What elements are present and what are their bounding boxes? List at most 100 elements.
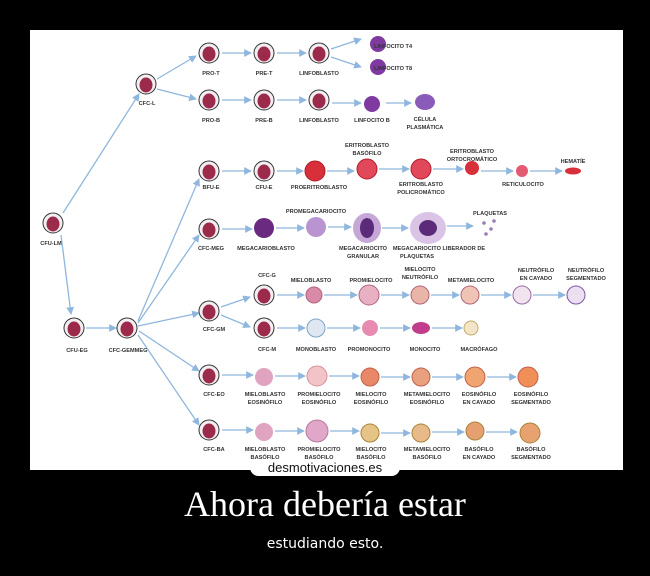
label-megacariocito-1: MEGACARIOCITO <box>339 246 388 252</box>
monocito-cell <box>412 322 430 334</box>
watermark: desmotivaciones.es <box>250 459 400 476</box>
label-promonocito: PROMONOCITO <box>348 347 391 353</box>
stem-cell <box>308 89 330 111</box>
label-celula-2: PLASMÁTICA <box>407 124 444 131</box>
stem-cell-nucleus <box>312 93 326 109</box>
label-neutrofilo-cayado-1: NEUTRÓFILO <box>518 266 555 274</box>
reticulocito-cell <box>516 165 528 177</box>
mielocito-eosinofilo-cell <box>360 367 380 387</box>
label-promielocito-eo-1: PROMIELOCITO <box>297 392 341 398</box>
celula-plasmatica-cell <box>415 94 435 110</box>
eritroblasto-policromatico-cell <box>410 158 432 180</box>
label-eb-poli-1: ERITROBLASTO <box>399 182 444 188</box>
stem-cell <box>198 160 220 182</box>
metamielocito-cell <box>460 285 480 305</box>
metamielocito-basofilo-cell <box>411 423 431 443</box>
label-cfc-l: CFC-L <box>139 101 156 107</box>
basofilo-cayado-cell <box>465 421 485 441</box>
label-hematie: HEMATÍE <box>561 157 586 165</box>
label-promielocito-eo-2: EOSINÓFILO <box>302 398 337 406</box>
label-cfc-m: CFC-M <box>258 347 276 353</box>
stem-cell <box>253 317 275 339</box>
plaqueta <box>489 227 493 231</box>
stem-cell-nucleus <box>67 321 81 337</box>
stem-cell <box>308 42 330 64</box>
label-linfocito-t8: LINFOCITO T8 <box>374 66 412 72</box>
arrow <box>330 37 362 50</box>
label-monoblasto: MONOBLASTO <box>296 347 337 353</box>
stem-cell <box>198 89 220 111</box>
megacarioblasto-cell <box>254 218 274 238</box>
arrow <box>137 334 200 426</box>
label-pro-b: PRO-B <box>202 118 220 124</box>
eritroblasto-ortocromatico-cell <box>465 161 479 175</box>
stem-cell <box>253 284 275 306</box>
label-promegacariocito: PROMEGACARIOCITO <box>286 209 347 215</box>
label-metamielocito: METAMIELOCITO <box>448 278 495 284</box>
stem-cell-nucleus <box>202 164 216 180</box>
arrow <box>220 295 251 308</box>
label-basofilo-cayado-1: BASÓFILO <box>465 445 495 453</box>
stem-cell-nucleus <box>46 216 60 232</box>
promielocito-cell <box>358 284 380 306</box>
label-neutrofilo-seg-2: SEGMENTADO <box>566 276 606 282</box>
hematie-cell <box>565 167 581 175</box>
label-eb-poli-2: POLICROMÁTICO <box>397 189 445 196</box>
label-mieloblasto-ba-2: BASÓFILO <box>251 453 281 461</box>
label-eosinofilo-seg-2: SEGMENTADO <box>511 400 551 406</box>
stem-cell-nucleus <box>257 93 271 109</box>
plaqueta <box>482 221 486 225</box>
promonocito-cell <box>362 320 378 336</box>
stem-cell-nucleus <box>202 93 216 109</box>
label-cfu-eg: CFU-EG <box>66 348 87 354</box>
stem-cell <box>198 300 220 322</box>
stem-cell <box>135 73 157 95</box>
label-cfc-g: CFC-G <box>258 273 276 279</box>
label-cfc-meg: CFC-MEG <box>198 246 224 252</box>
stem-cell-nucleus <box>202 46 216 62</box>
label-megac-liberador-1: MEGACARIOCITO LIBERADOR DE <box>393 246 485 252</box>
stem-cell <box>42 212 64 234</box>
stem-cell <box>253 160 275 182</box>
label-mielocito-ba-2: BASÓFILO <box>357 453 387 461</box>
stem-cell <box>63 317 85 339</box>
stem-cell <box>198 218 220 240</box>
label-linfocito-b: LINFOCITO B <box>354 118 390 124</box>
macrofago-cell <box>463 320 479 336</box>
plaqueta <box>484 232 488 236</box>
label-megacariocito-2: GRANULAR <box>347 254 379 260</box>
label-metamielocito-eo-1: METAMIELOCITO <box>404 392 451 398</box>
arrow <box>137 310 200 327</box>
stem-cell-nucleus <box>257 321 271 337</box>
label-eosinofilo-seg-1: EOSINÓFILO <box>514 390 549 398</box>
stem-cell-nucleus <box>139 77 153 93</box>
label-linfoblasto-b: LINFOBLASTO <box>299 118 339 124</box>
promegacariocito-cell <box>306 217 326 237</box>
megacariocito-nucleus <box>360 218 374 238</box>
label-mieloblasto-ba-1: MIELOBLASTO <box>245 447 286 453</box>
label-cfc-gemmeg: CFC-GEMMEG <box>109 348 148 354</box>
arrow <box>137 234 200 324</box>
label-macrofago: MACRÓFAGO <box>461 345 499 353</box>
eosinofilo-cayado-cell <box>464 366 486 388</box>
label-mielocito-eo-2: EOSINÓFILO <box>354 398 389 406</box>
stem-cell-nucleus <box>257 164 271 180</box>
neutrofilo-cayado-cell <box>512 285 532 305</box>
label-pre-t: PRE-T <box>256 71 273 77</box>
label-linfoblasto-t: LINFOBLASTO <box>299 71 339 77</box>
arrow <box>60 234 75 315</box>
label-eb-basofilo-2: BASÓFILO <box>353 149 383 157</box>
label-cfu-e: CFU-E <box>255 185 272 191</box>
label-cfc-gm: CFC-GM <box>203 327 226 333</box>
label-mieloblasto-eo-2: EOSINÓFILO <box>248 398 283 406</box>
label-cfc-eo: CFC-EO <box>203 392 225 398</box>
label-promielocito: PROMIELOCITO <box>349 278 393 284</box>
label-eosinofilo-cayado-1: EOSINÓFILO <box>462 390 497 398</box>
basofilo-segmentado-cell <box>519 422 541 444</box>
label-plaquetas: PLAQUETAS <box>473 211 507 217</box>
label-eb-orto-1: ERITROBLASTO <box>450 149 495 155</box>
label-mielocito-eo-1: MIELOCITO <box>356 392 388 398</box>
linfocito-b-cell <box>364 96 380 112</box>
stem-cell <box>253 89 275 111</box>
label-eb-basofilo-1: ERITROBLASTO <box>345 143 390 149</box>
